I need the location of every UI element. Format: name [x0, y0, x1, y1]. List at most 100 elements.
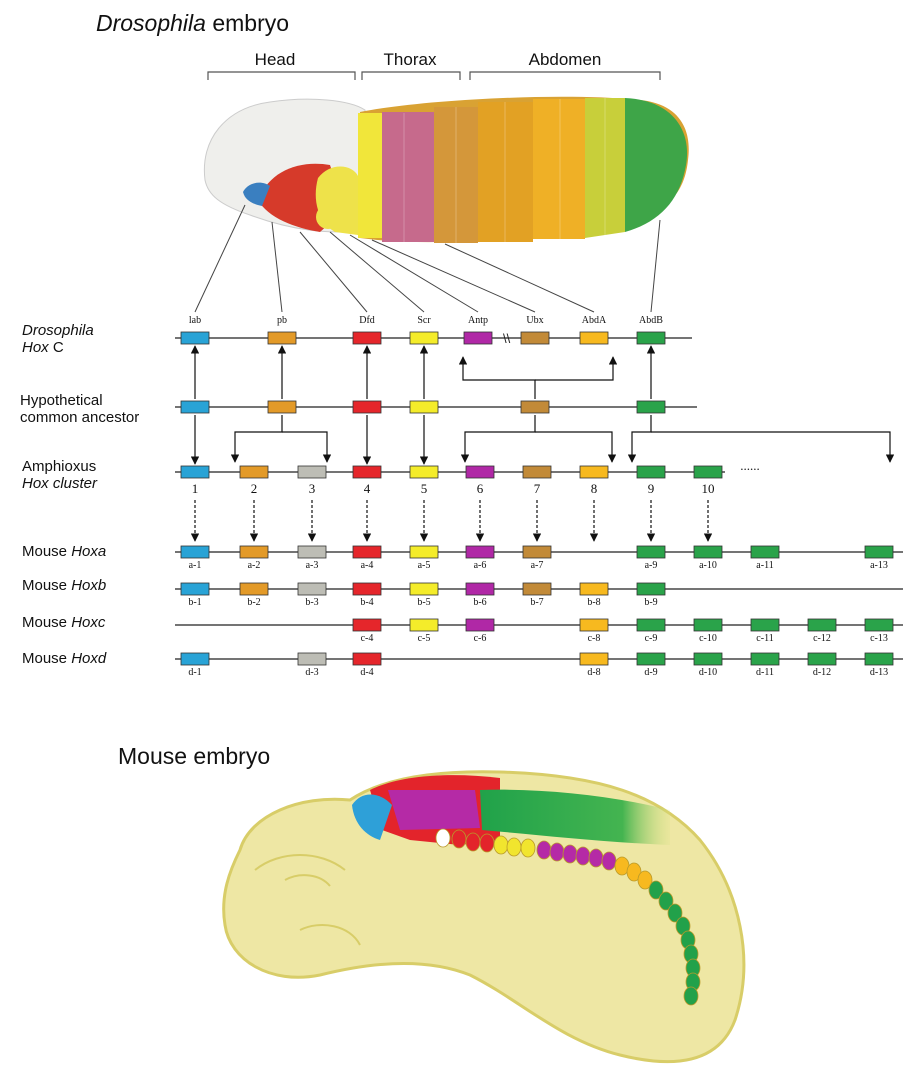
drosophila-gene-label-abdb: AbdB [621, 315, 681, 326]
somite-7 [521, 839, 535, 857]
abdb-split-arrow-right [651, 432, 890, 462]
hoxa-label-13: a-13 [849, 560, 903, 571]
hoxd-gene-12 [808, 653, 836, 665]
mouse-embryo [224, 772, 744, 1062]
hoxa-gene-13 [865, 546, 893, 558]
hoxd-gene-9 [637, 653, 665, 665]
seg-abda-b [533, 99, 585, 239]
seg-scr-yellow [358, 113, 382, 238]
hoxa-label-1: a-1 [165, 560, 225, 571]
hoxa-gene-2 [240, 546, 268, 558]
somite-4 [480, 834, 494, 852]
ubx-split-arrow-left [465, 415, 535, 462]
hoxc-label-12: c-12 [792, 633, 852, 644]
hoxa-label-5: a-5 [394, 560, 454, 571]
hoxb-gene-6 [466, 583, 494, 595]
amphioxus-gene-10 [694, 466, 722, 478]
somite-12 [589, 849, 603, 867]
drosophila-gene-label-abda: AbdA [564, 315, 624, 326]
somite-9 [550, 843, 564, 861]
evolution-arrows [195, 346, 890, 541]
drosophila-gene-label-dfd: Dfd [337, 315, 397, 326]
hoxa-gene-6 [466, 546, 494, 558]
hoxc-gene-10 [694, 619, 722, 631]
hoxb-label-6: b-6 [450, 597, 510, 608]
hoxa-gene-1 [181, 546, 209, 558]
drosophila-gene-pb [268, 332, 296, 344]
pb-split-arrow-right [282, 432, 327, 462]
ancestor-gene-5 [521, 401, 549, 413]
thorax-bracket [362, 72, 460, 80]
hoxa-label-3: a-3 [282, 560, 342, 571]
hoxd-label-3: d-3 [282, 667, 342, 678]
hoxc-gene-13 [865, 619, 893, 631]
somite-5 [494, 836, 508, 854]
hoxd-label-12: d-12 [792, 667, 852, 678]
drosophila-gene-label-lab: lab [165, 315, 225, 326]
hoxd-gene-10 [694, 653, 722, 665]
break-mark: \\ [503, 331, 511, 346]
hoxc-gene-5 [410, 619, 438, 631]
amphioxus-number-9: 9 [631, 481, 671, 497]
ancestor-gene-6 [637, 401, 665, 413]
abdb-split-arrow-left [632, 415, 651, 462]
amphioxus-gene-4 [353, 466, 381, 478]
hoxb-gene-1 [181, 583, 209, 595]
ubx-split-arrow-right [535, 432, 612, 462]
head-yellow-bulb [316, 205, 340, 229]
hoxa-label-10: a-10 [678, 560, 738, 571]
amphioxus-gene-1 [181, 466, 209, 478]
somite-10 [563, 845, 577, 863]
hoxb-label-3: b-3 [282, 597, 342, 608]
drosophila-gene-abdb [637, 332, 665, 344]
gene-rows: \\ [175, 331, 903, 665]
ancestor-gene-2 [268, 401, 296, 413]
amphioxus-gene-6 [466, 466, 494, 478]
somite-11 [576, 847, 590, 865]
amphioxus-gene-3 [298, 466, 326, 478]
hoxb-label-8: b-8 [564, 597, 624, 608]
ancestor-gene-3 [353, 401, 381, 413]
hoxa-gene-4 [353, 546, 381, 558]
hoxb-gene-8 [580, 583, 608, 595]
somite-8 [537, 841, 551, 859]
hoxb-label-4: b-4 [337, 597, 397, 608]
seg-antp-magenta [382, 112, 434, 242]
amphioxus-number-1: 1 [175, 481, 215, 497]
hoxd-label-9: d-9 [621, 667, 681, 678]
hoxc-gene-6 [466, 619, 494, 631]
somite-3 [466, 833, 480, 851]
hoxd-label-1: d-1 [165, 667, 225, 678]
hoxb-gene-3 [298, 583, 326, 595]
hoxa-gene-11 [751, 546, 779, 558]
ancestor-gene-4 [410, 401, 438, 413]
hoxc-label-5: c-5 [394, 633, 454, 644]
somite-1 [436, 829, 450, 847]
drosophila-embryo [204, 97, 688, 243]
ubx-to-abda-arrow [535, 357, 613, 380]
hoxc-gene-9 [637, 619, 665, 631]
hoxb-gene-4 [353, 583, 381, 595]
hoxb-label-7: b-7 [507, 597, 567, 608]
somite-2 [452, 830, 466, 848]
hoxd-gene-1 [181, 653, 209, 665]
amphioxus-gene-8 [580, 466, 608, 478]
drosophila-gene-ubx [521, 332, 549, 344]
ancestor-gene-1 [181, 401, 209, 413]
hoxb-label-2: b-2 [224, 597, 284, 608]
amphioxus-gene-2 [240, 466, 268, 478]
hoxd-label-4: d-4 [337, 667, 397, 678]
drosophila-gene-antp [464, 332, 492, 344]
amphioxus-number-6: 6 [460, 481, 500, 497]
head-bracket [208, 72, 355, 80]
hoxa-label-7: a-7 [507, 560, 567, 571]
amphioxus-gene-9 [637, 466, 665, 478]
amphioxus-number-4: 4 [347, 481, 387, 497]
abdomen-bracket [470, 72, 660, 80]
amphioxus-continuation-dots: ...... [730, 458, 770, 474]
hoxc-gene-8 [580, 619, 608, 631]
hoxa-label-6: a-6 [450, 560, 510, 571]
hoxc-label-4: c-4 [337, 633, 397, 644]
hoxa-label-9: a-9 [621, 560, 681, 571]
drosophila-gene-label-ubx: Ubx [505, 315, 565, 326]
